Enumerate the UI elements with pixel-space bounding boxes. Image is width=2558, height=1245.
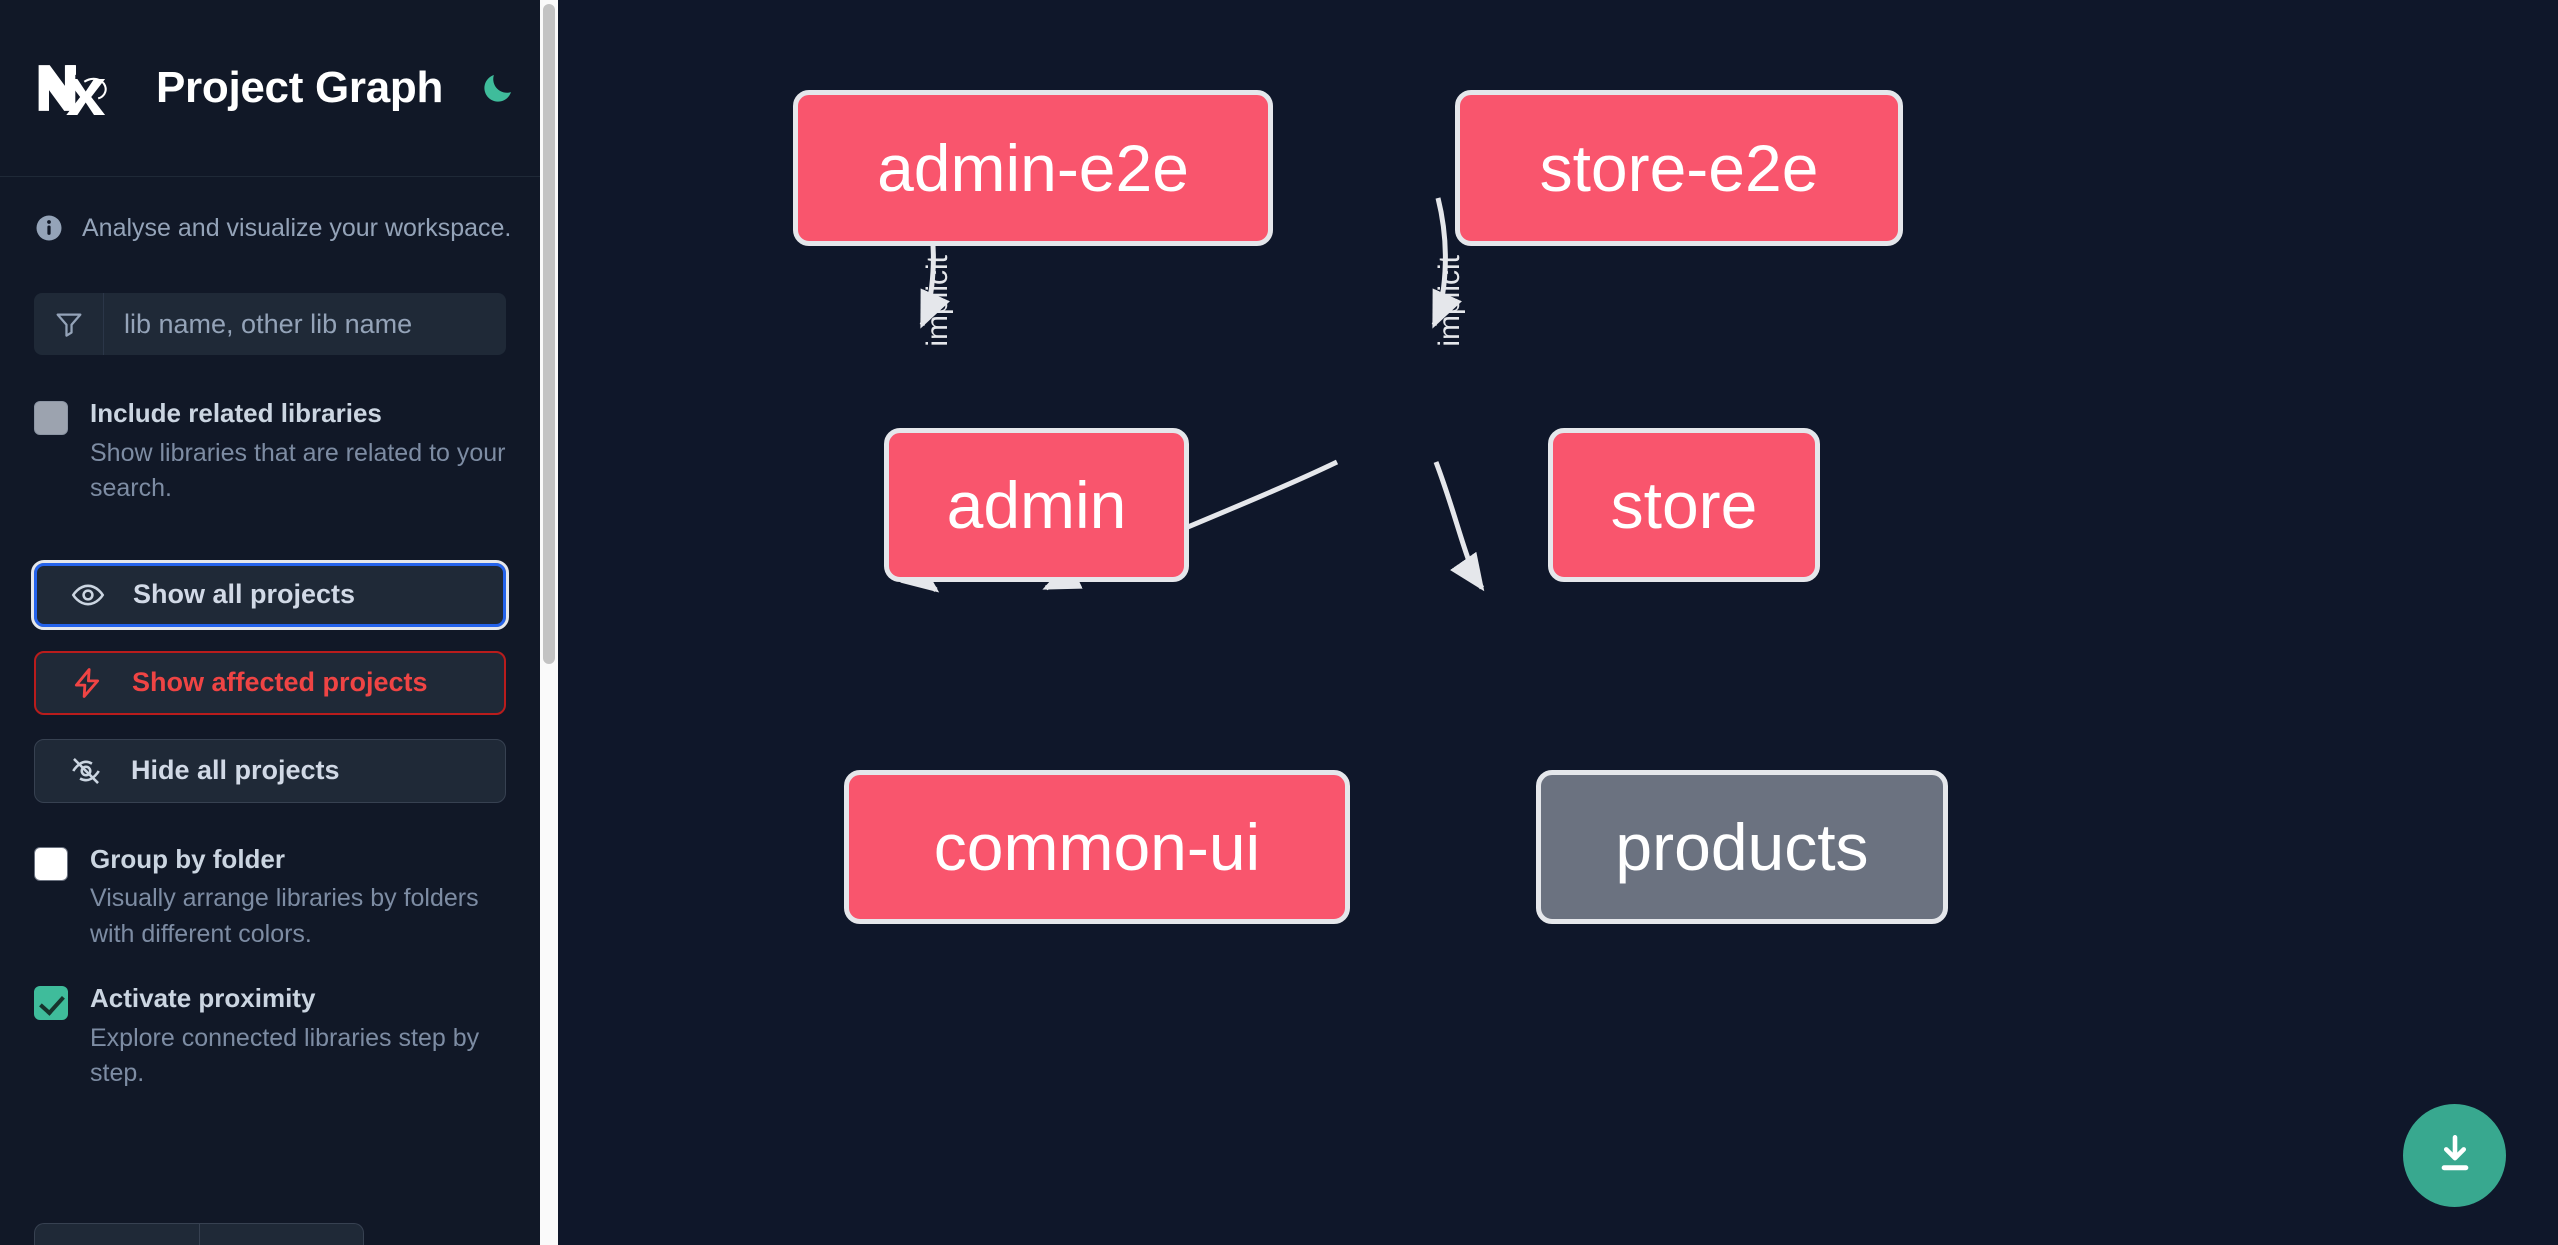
stepper-decrease[interactable] — [35, 1224, 200, 1245]
stepper-increase[interactable] — [200, 1224, 364, 1245]
checkbox-activate-proximity[interactable] — [34, 986, 68, 1020]
sidebar-header: Project Graph — [0, 0, 540, 177]
checkbox-include-related-libraries[interactable] — [34, 401, 68, 435]
moon-icon[interactable] — [479, 65, 517, 111]
sidebar-content: Project Graph Analyse and visualize yo — [0, 0, 540, 1245]
graph-node-store-e2e[interactable]: store-e2e — [1455, 90, 1903, 246]
node-label: products — [1615, 810, 1869, 884]
search-box[interactable] — [34, 293, 506, 355]
node-label: store — [1610, 468, 1758, 542]
edge-label-implicit-store: implicit — [1433, 254, 1466, 346]
lightning-bolt-icon — [68, 664, 106, 702]
search-input[interactable] — [104, 293, 506, 355]
option-label: Group by folder — [90, 843, 285, 874]
eye-slash-icon — [67, 752, 105, 790]
info-icon — [34, 213, 64, 243]
sidebar-scrollbar[interactable] — [540, 0, 558, 1245]
edge-store-e2e-to-store — [1431, 197, 1462, 329]
node-label: store-e2e — [1539, 131, 1819, 205]
proximity-stepper-control[interactable] — [34, 1223, 364, 1245]
project-action-buttons: Show all projects Show affected projects — [31, 559, 509, 803]
show-affected-projects-button[interactable]: Show affected projects — [34, 650, 506, 715]
node-label: common-ui — [933, 810, 1261, 884]
graph-node-admin-e2e[interactable]: admin-e2e — [793, 90, 1273, 246]
description-text: Analyse and visualize your workspace. — [82, 213, 512, 242]
option-description: Explore connected libraries step by step… — [90, 1023, 480, 1088]
workspace-description: Analyse and visualize your workspace. — [0, 177, 540, 243]
filter-funnel-icon — [34, 293, 104, 355]
scrollbar-thumb[interactable] — [543, 4, 555, 664]
graph-canvas[interactable]: implicit implicit admin-e2e store-e2e ad… — [558, 0, 2558, 1245]
edge-label-implicit-admin: implicit — [921, 254, 954, 346]
app-title: Project Graph — [156, 63, 444, 112]
download-button[interactable] — [2403, 1104, 2506, 1207]
option-include-related-libraries[interactable]: Include related libraries Show libraries… — [0, 397, 540, 507]
download-icon — [2430, 1129, 2480, 1182]
button-label: Hide all projects — [131, 755, 340, 785]
option-description: Show libraries that are related to your … — [90, 438, 506, 503]
option-label: Activate proximity — [90, 983, 316, 1013]
graph-node-store[interactable]: store — [1548, 428, 1820, 582]
hide-all-projects-button[interactable]: Hide all projects — [34, 738, 506, 803]
option-label: Include related libraries — [90, 398, 382, 428]
graph-node-admin[interactable]: admin — [884, 428, 1189, 582]
option-description: Visually arrange libraries by folders wi… — [90, 884, 479, 948]
checkbox-group-by-folder[interactable] — [34, 846, 68, 881]
option-activate-proximity[interactable]: Activate proximity Explore connected lib… — [0, 982, 540, 1092]
show-all-projects-button[interactable]: Show all projects — [31, 559, 509, 630]
graph-edges: implicit implicit — [900, 197, 1485, 593]
edge-store-to-products — [1433, 461, 1485, 592]
sidebar: Project Graph Analyse and visualize yo — [0, 0, 558, 1245]
option-group-by-folder[interactable]: Group by folder Visually arrange librari… — [0, 843, 540, 953]
graph-node-products[interactable]: products — [1536, 770, 1948, 924]
button-label: Show affected projects — [132, 667, 428, 697]
node-label: admin-e2e — [877, 131, 1189, 205]
nx-logo-icon — [34, 61, 118, 115]
node-label: admin — [946, 468, 1127, 542]
eye-icon — [69, 576, 107, 614]
graph-node-common-ui[interactable]: common-ui — [844, 770, 1350, 924]
button-label: Show all projects — [133, 579, 356, 609]
